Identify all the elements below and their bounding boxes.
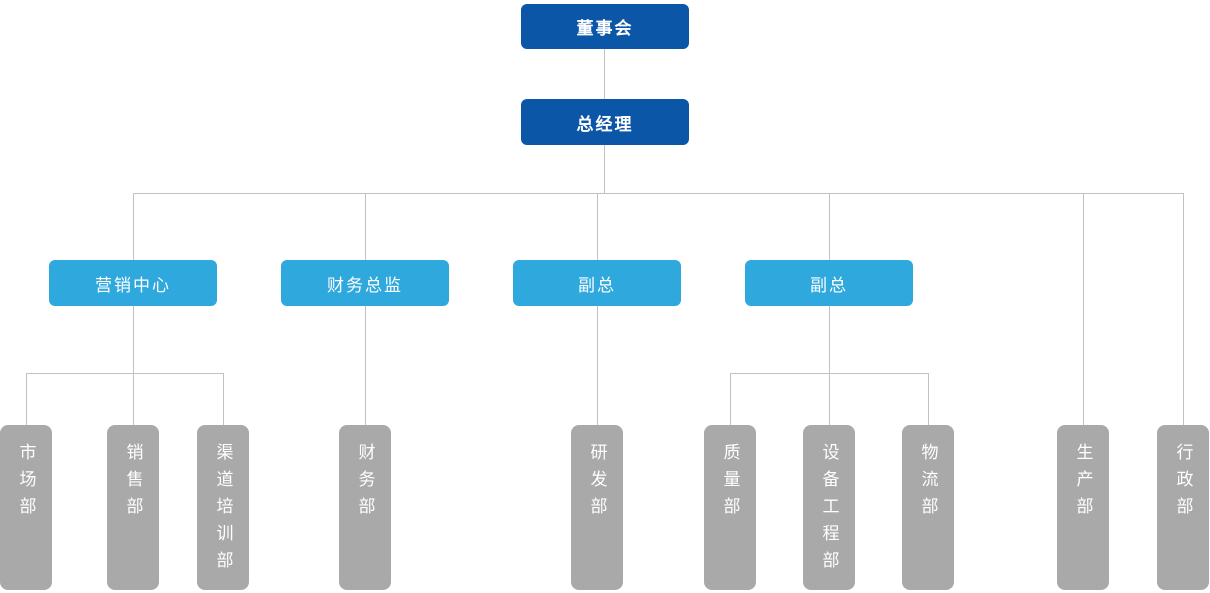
connector-line <box>829 193 830 260</box>
node-label: 销售部 <box>123 443 143 524</box>
node-label: 副总 <box>578 275 616 295</box>
org-node-vice-president-1[interactable]: 副总 <box>513 260 681 306</box>
org-node-dept-market[interactable]: 市场部 <box>0 425 52 590</box>
org-node-dept-administration[interactable]: 行政部 <box>1157 425 1209 590</box>
node-label: 行政部 <box>1173 443 1193 524</box>
org-node-general-manager[interactable]: 总经理 <box>521 99 689 145</box>
node-label: 董事会 <box>576 19 634 38</box>
org-node-dept-logistics[interactable]: 物流部 <box>902 425 954 590</box>
org-node-dept-sales[interactable]: 销售部 <box>107 425 159 590</box>
connector-line <box>365 306 366 425</box>
connector-line <box>604 49 605 99</box>
connector-line <box>26 373 224 374</box>
connector-line <box>829 306 830 373</box>
connector-line <box>730 373 731 425</box>
org-node-dept-equipment-engineering[interactable]: 设备工程部 <box>803 425 855 590</box>
org-node-vice-president-2[interactable]: 副总 <box>745 260 913 306</box>
org-node-dept-quality[interactable]: 质量部 <box>704 425 756 590</box>
node-label: 渠道培训部 <box>213 443 233 578</box>
node-label: 研发部 <box>587 443 607 524</box>
connector-line <box>133 193 1184 194</box>
connector-line <box>597 306 598 425</box>
connector-line <box>1083 193 1084 425</box>
connector-line <box>1183 193 1184 425</box>
node-label: 设备工程部 <box>819 443 839 578</box>
node-label: 市场部 <box>16 443 36 524</box>
connector-line <box>133 193 134 260</box>
connector-line <box>365 193 366 260</box>
connector-line <box>26 373 27 425</box>
connector-line <box>604 145 605 193</box>
connector-line <box>829 373 830 425</box>
org-node-dept-rnd[interactable]: 研发部 <box>571 425 623 590</box>
node-label: 质量部 <box>720 443 740 524</box>
node-label: 总经理 <box>576 114 634 134</box>
connector-line <box>928 373 929 425</box>
node-label: 财务部 <box>355 443 375 524</box>
org-node-marketing-center[interactable]: 营销中心 <box>49 260 217 306</box>
connector-line <box>133 306 134 373</box>
node-label: 生产部 <box>1073 443 1093 524</box>
connector-line <box>223 373 224 425</box>
node-label: 财务总监 <box>327 275 403 295</box>
node-label: 物流部 <box>918 443 938 524</box>
node-label: 副总 <box>810 275 848 295</box>
org-node-board[interactable]: 董事会 <box>521 4 689 49</box>
org-node-dept-finance[interactable]: 财务部 <box>339 425 391 590</box>
connector-line <box>133 373 134 425</box>
node-label: 营销中心 <box>95 275 171 295</box>
org-node-finance-director[interactable]: 财务总监 <box>281 260 449 306</box>
org-node-dept-channel-training[interactable]: 渠道培训部 <box>197 425 249 590</box>
connector-line <box>597 193 598 260</box>
org-node-dept-production[interactable]: 生产部 <box>1057 425 1109 590</box>
